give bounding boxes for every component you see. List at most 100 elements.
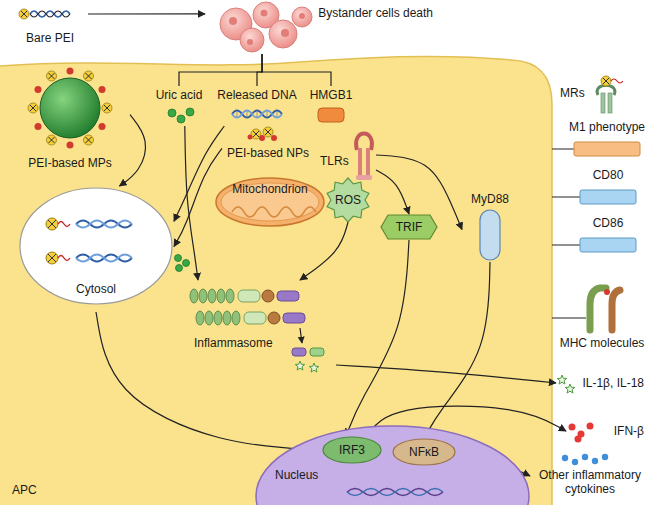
node-label: MRs: [560, 86, 585, 100]
node-label: TRIF: [396, 220, 423, 234]
drawing-part: [67, 142, 74, 149]
danger-signal: HMGB1: [304, 86, 358, 126]
drawing-part: [35, 123, 42, 130]
node-label: IRF3: [339, 443, 365, 457]
node-label: PEI-based MPs: [28, 156, 111, 170]
drawing-part: [480, 210, 500, 260]
drawing-part: [229, 17, 237, 25]
drawing-part: [238, 290, 260, 302]
cytosol-compartment: Cytosol: [18, 186, 174, 312]
drawing-part: [223, 311, 231, 325]
node-label: M1 phenotype: [569, 120, 645, 134]
drawing-part: [229, 10, 305, 46]
node-label: Bare PEI: [26, 31, 74, 45]
drawing-part: [292, 348, 306, 356]
drawing-part: [572, 459, 578, 465]
drawing-part: [48, 254, 56, 262]
particle-label: PEI-based NPs: [222, 128, 314, 162]
node-label: IL-1β, IL-18: [582, 376, 644, 390]
receptor-label: MRs: [556, 74, 648, 112]
drawing-part: [611, 79, 623, 83]
surface-marker: M1 phenotype: [564, 118, 650, 158]
cell-death-label: Bystander cells death: [205, 2, 435, 54]
drawing-part: [256, 426, 529, 505]
drawing-part: [347, 489, 443, 496]
drawing-part: [99, 123, 106, 130]
branch-line: [257, 54, 262, 86]
drawing-part: [168, 109, 176, 117]
drawing-part: [608, 93, 612, 113]
apc-cell: APC Uric acid Released DNA HMGB1PEI-based M…: [0, 58, 552, 505]
drawing-part: [217, 289, 225, 303]
drawing-part: [604, 289, 610, 295]
drawing-part: [199, 289, 207, 303]
drawing-part: [601, 93, 605, 113]
node-label: PEI-based NPs: [227, 146, 309, 160]
surface-marker: CD86: [570, 214, 646, 254]
drawing-part: [35, 68, 106, 149]
drawing-part: [99, 86, 106, 93]
drawing-part: [177, 115, 185, 123]
drawing-part: [216, 178, 324, 226]
drawing-part: [186, 108, 194, 116]
drawing-part: [574, 142, 640, 156]
drawing-part: [190, 289, 240, 325]
node-label: MHC molecules: [560, 336, 645, 350]
drawing-part: [205, 311, 213, 325]
drawing-part: [76, 255, 132, 262]
drawing-part: [232, 207, 316, 217]
drawing-part: [259, 135, 265, 141]
node-label: Mitochondrion: [232, 182, 307, 196]
drawing-part: [46, 252, 58, 264]
node-label: APC: [12, 483, 37, 497]
drawing-part: [366, 148, 370, 176]
arrow-connector: [119, 115, 145, 186]
surface-marker: MHC molecules: [556, 282, 648, 352]
nucleus-shape: NucleusIRF3NFκB: [255, 424, 530, 505]
drawing-part: [587, 423, 594, 430]
node-outline: [255, 424, 530, 505]
drawing-part: [592, 458, 598, 464]
organelle-shape: Mitochondrion: [214, 176, 326, 228]
drawing-part: [244, 312, 266, 324]
drawing-part: [283, 313, 305, 323]
node-label: CD86: [593, 216, 624, 230]
cytokine-label: IFN-β: [566, 418, 646, 444]
drawing-part: [295, 361, 305, 370]
drawing-part: [612, 290, 620, 330]
surface-marker: CD80: [570, 166, 646, 206]
drawing-part: [48, 220, 56, 228]
drawing-part: [47, 135, 57, 145]
drawing-part: [30, 11, 70, 17]
arrow-connector: [174, 148, 222, 246]
drawing-part: [84, 135, 94, 145]
drawing-part: [76, 255, 132, 262]
drawing-part: [240, 28, 264, 52]
node-label: IFN-β: [614, 424, 644, 438]
node-label: Uric acid: [156, 88, 203, 102]
drawing-part: [575, 436, 582, 443]
drawing-part: [557, 375, 567, 384]
drawing-part: [281, 29, 289, 37]
arrow-connector: [300, 222, 348, 280]
drawing-part: [565, 384, 575, 393]
drawing-part: [214, 311, 222, 325]
node-label: Nucleus: [275, 468, 318, 482]
drawing-part: [190, 289, 198, 303]
drawing-part: [263, 127, 273, 137]
drawing-part: [552, 149, 586, 318]
drawing-part: [220, 2, 312, 52]
drawing-part: [569, 423, 594, 443]
drawing-part: [309, 363, 319, 372]
node-label: Cytosol: [76, 282, 116, 296]
drawing-part: [47, 71, 57, 81]
node-label: Released DNA: [217, 88, 296, 102]
node-label: TLRs: [320, 154, 349, 168]
drawing-part: [232, 111, 282, 118]
drawing-part: [58, 222, 70, 227]
cytokine-label: Other inflammatory cytokines: [530, 450, 650, 502]
node-label: MyD88: [471, 192, 509, 206]
particle-label: PEI-based MPs: [10, 66, 130, 174]
drawing-part: [196, 311, 204, 325]
